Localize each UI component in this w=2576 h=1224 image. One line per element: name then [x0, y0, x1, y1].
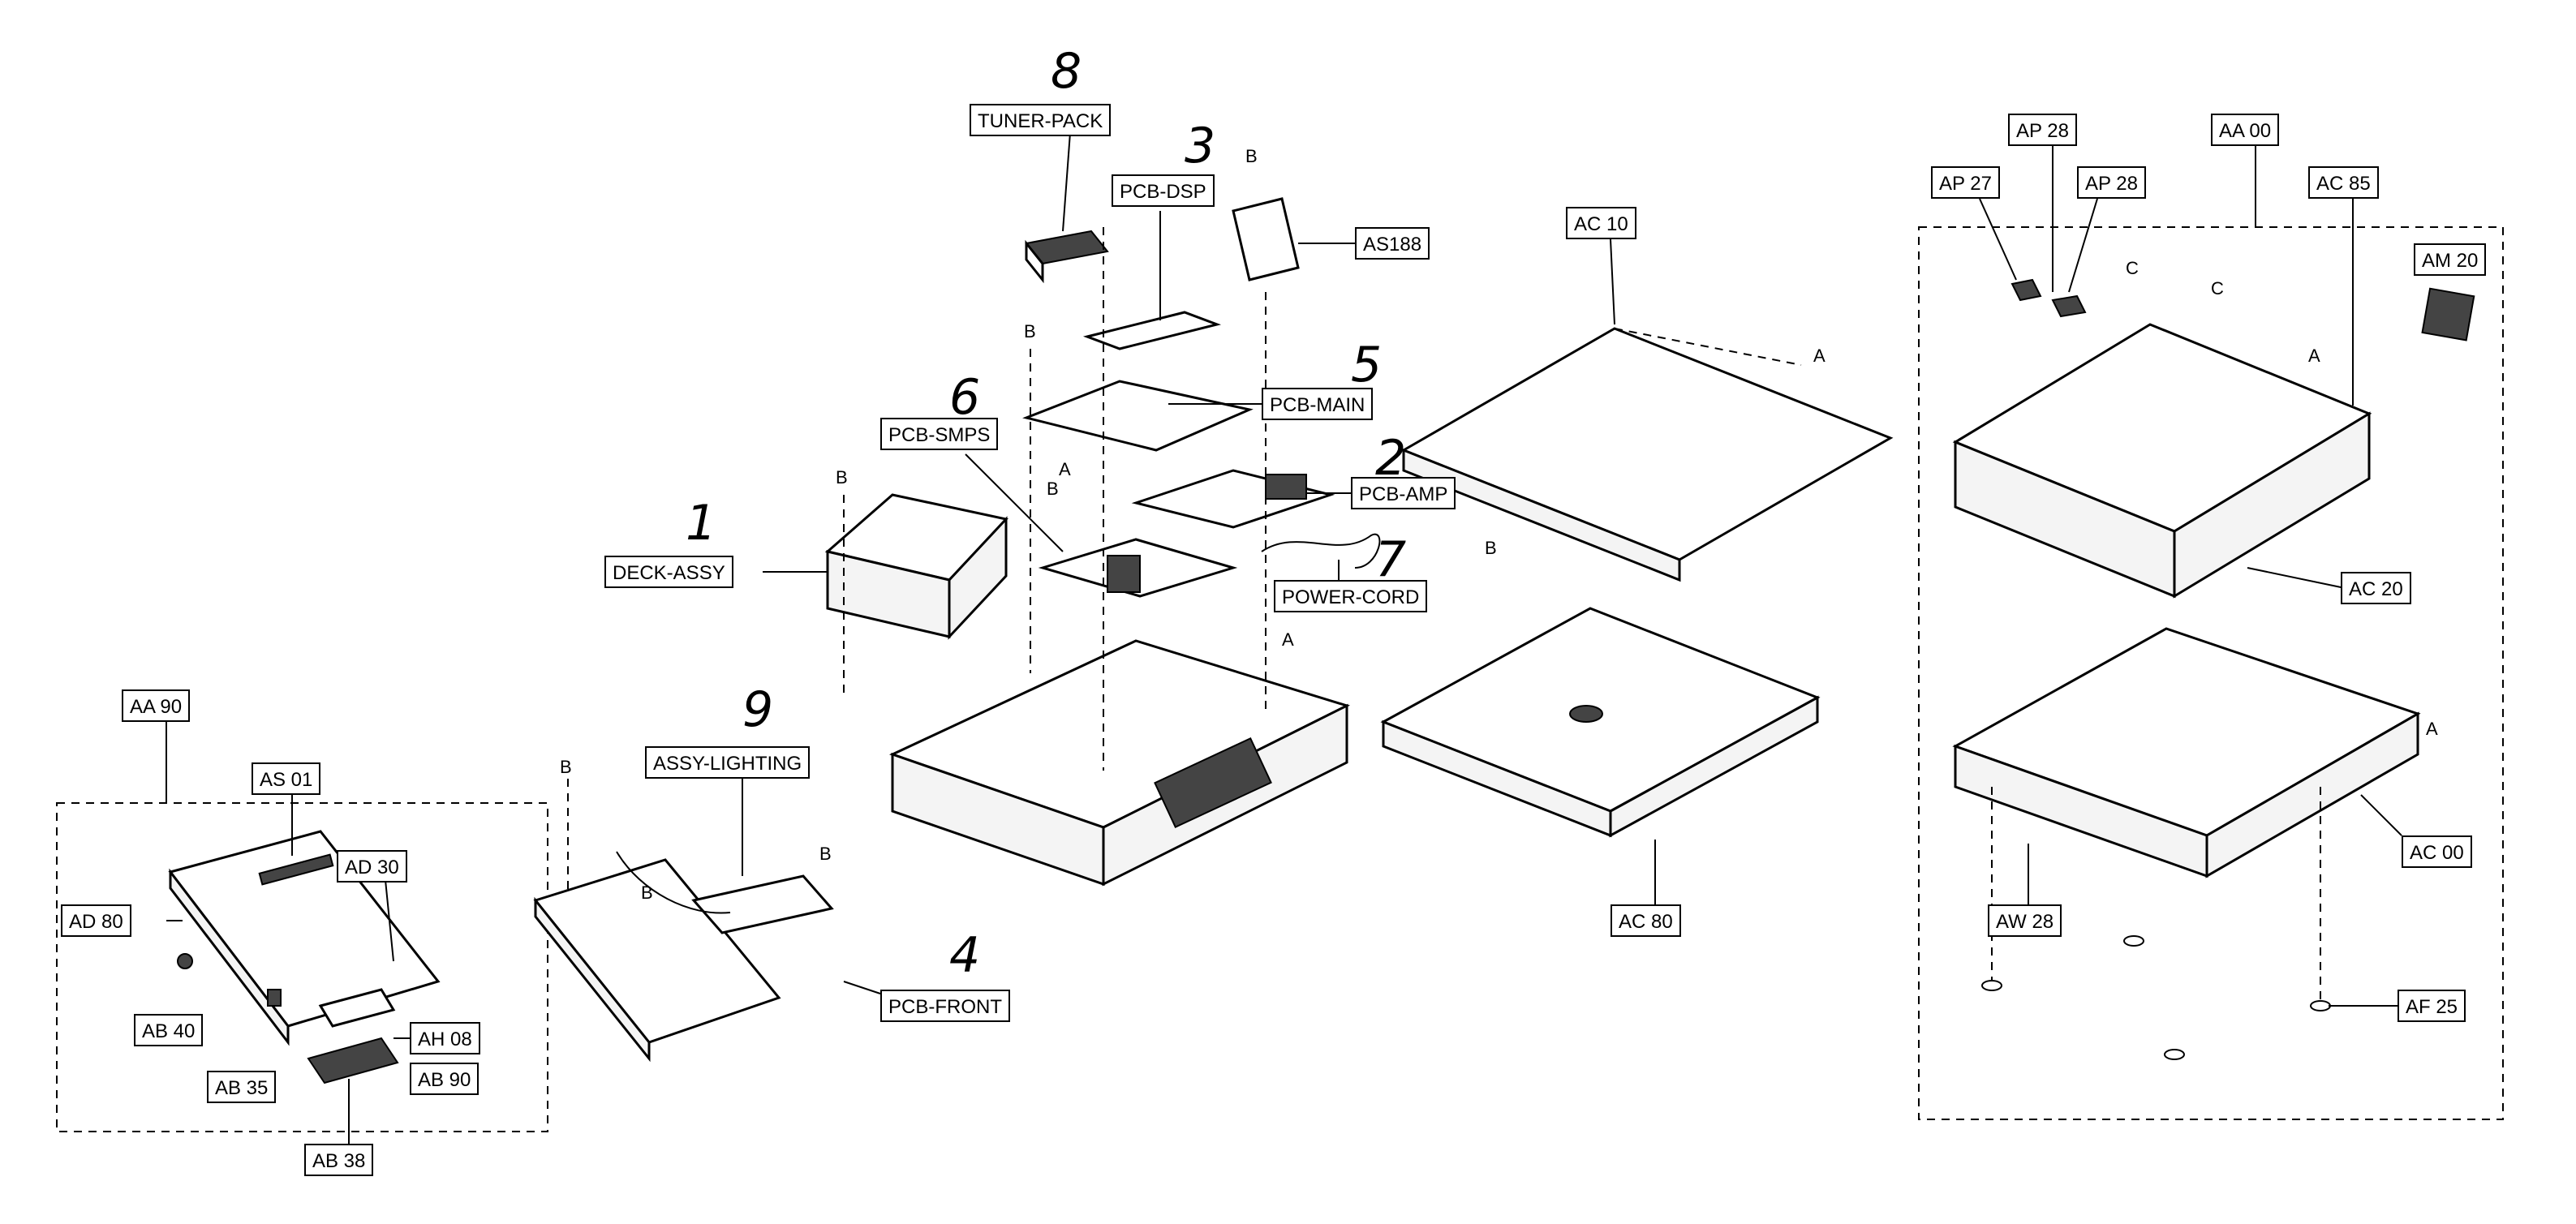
assembly-number-6: 6 — [949, 369, 981, 426]
assembly-number-2: 2 — [1375, 430, 1407, 487]
smps-heatsink — [1107, 555, 1141, 593]
callout-pcb-dsp: PCB-DSP — [1112, 174, 1215, 207]
pcb-main-part — [1022, 380, 1254, 452]
pcb-amp-heatsink — [1265, 474, 1307, 500]
callout-ab40: AB 40 — [134, 1014, 204, 1046]
tuner-pack-part — [1025, 230, 1109, 284]
marker-c: C — [2211, 278, 2224, 298]
marker-c: C — [2126, 258, 2139, 278]
assembly-number-7: 7 — [1375, 531, 1407, 588]
power-cord-part — [1261, 533, 1381, 569]
callout-af25: AF 25 — [2398, 990, 2466, 1022]
callout-assy-lighting: ASSY-LIGHTING — [645, 746, 811, 779]
ap27-part — [2010, 278, 2042, 302]
callout-tuner-pack: TUNER-PACK — [970, 104, 1112, 136]
tuner-pack-leader — [1062, 121, 1072, 232]
marker-a: A — [2308, 346, 2320, 366]
marker-a: A — [1059, 459, 1071, 479]
marker-b: B — [1245, 146, 1258, 166]
callout-ap28-top: AP 28 — [2008, 114, 2077, 146]
ap28-leader — [2068, 198, 2098, 293]
main-chassis-part — [889, 639, 1351, 887]
rear-chassis-part — [1952, 323, 2372, 599]
callout-aw28: AW 28 — [1988, 904, 2062, 937]
callout-ap27: AP 27 — [1931, 166, 2000, 199]
marker-b: B — [819, 844, 832, 864]
callout-pcb-smps: PCB-SMPS — [880, 418, 999, 450]
foot-part — [2310, 1000, 2331, 1011]
front-panel-part — [168, 830, 441, 1084]
ac20-leader — [2247, 567, 2346, 589]
callout-as01: AS 01 — [252, 762, 321, 795]
assembly-number-3: 3 — [1185, 118, 1216, 174]
foot-part — [1981, 980, 2002, 991]
callout-power-cord: POWER-CORD — [1274, 580, 1428, 612]
callout-pcb-front: PCB-FRONT — [880, 990, 1010, 1022]
callout-ap28-right: AP 28 — [2077, 166, 2146, 199]
callout-ac20: AC 20 — [2341, 572, 2411, 604]
as188-part — [1232, 197, 1300, 281]
base-chassis-part — [1952, 627, 2421, 878]
callout-ac00: AC 00 — [2402, 835, 2472, 868]
callout-aa90: AA 90 — [122, 689, 191, 722]
foot-part — [2164, 1049, 2185, 1060]
marker-a: A — [1813, 346, 1826, 366]
callout-ab35: AB 35 — [207, 1071, 277, 1103]
callout-am20: AM 20 — [2414, 243, 2487, 276]
callout-ac80: AC 80 — [1611, 904, 1681, 937]
deck-assy-part — [824, 493, 1008, 640]
callout-ad80: AD 80 — [61, 904, 131, 937]
assembly-number-8: 8 — [1051, 43, 1082, 100]
fan-part — [2421, 287, 2475, 341]
bottom-cover-part — [1380, 607, 1821, 838]
chassis-box — [1918, 226, 2504, 1120]
callout-pcb-main: PCB-MAIN — [1262, 388, 1374, 420]
callout-ac85: AC 85 — [2308, 166, 2379, 199]
marker-b: B — [641, 883, 653, 903]
assembly-number-4: 4 — [949, 927, 981, 984]
callout-aa00: AA 00 — [2211, 114, 2280, 146]
marker-a: A — [2426, 719, 2438, 739]
callout-ab90: AB 90 — [410, 1063, 480, 1095]
ap27-leader — [1979, 198, 2017, 281]
assembly-number-1: 1 — [686, 495, 717, 552]
pcb-dsp-part — [1082, 311, 1222, 350]
ad30-leader — [385, 879, 394, 962]
guide-line — [1614, 328, 1802, 366]
marker-b: B — [836, 467, 848, 487]
marker-b: B — [560, 757, 572, 777]
callout-pcb-amp: PCB-AMP — [1351, 477, 1456, 509]
marker-b: B — [1047, 479, 1059, 499]
callout-as188: AS188 — [1355, 227, 1430, 260]
foot-part — [2123, 935, 2144, 947]
assembly-number-9: 9 — [742, 681, 774, 738]
top-cover-part — [1400, 327, 1894, 582]
assembly-number-5: 5 — [1351, 337, 1383, 393]
marker-b: B — [1485, 538, 1497, 558]
pcb-smps-leader — [965, 453, 1064, 552]
callout-deck-assy: DECK-ASSY — [604, 556, 733, 588]
callout-ah08: AH 08 — [410, 1022, 480, 1054]
ac00-leader — [2360, 794, 2402, 836]
marker-b: B — [1024, 321, 1036, 341]
marker-a: A — [1282, 629, 1294, 650]
callout-ab38: AB 38 — [304, 1144, 374, 1176]
ap28-part — [2051, 294, 2087, 318]
callout-ac10: AC 10 — [1566, 207, 1636, 239]
ac10-leader — [1610, 238, 1615, 325]
pcb-front-leader — [843, 981, 881, 994]
callout-ad30: AD 30 — [337, 850, 407, 883]
front-board-part — [533, 851, 834, 1063]
